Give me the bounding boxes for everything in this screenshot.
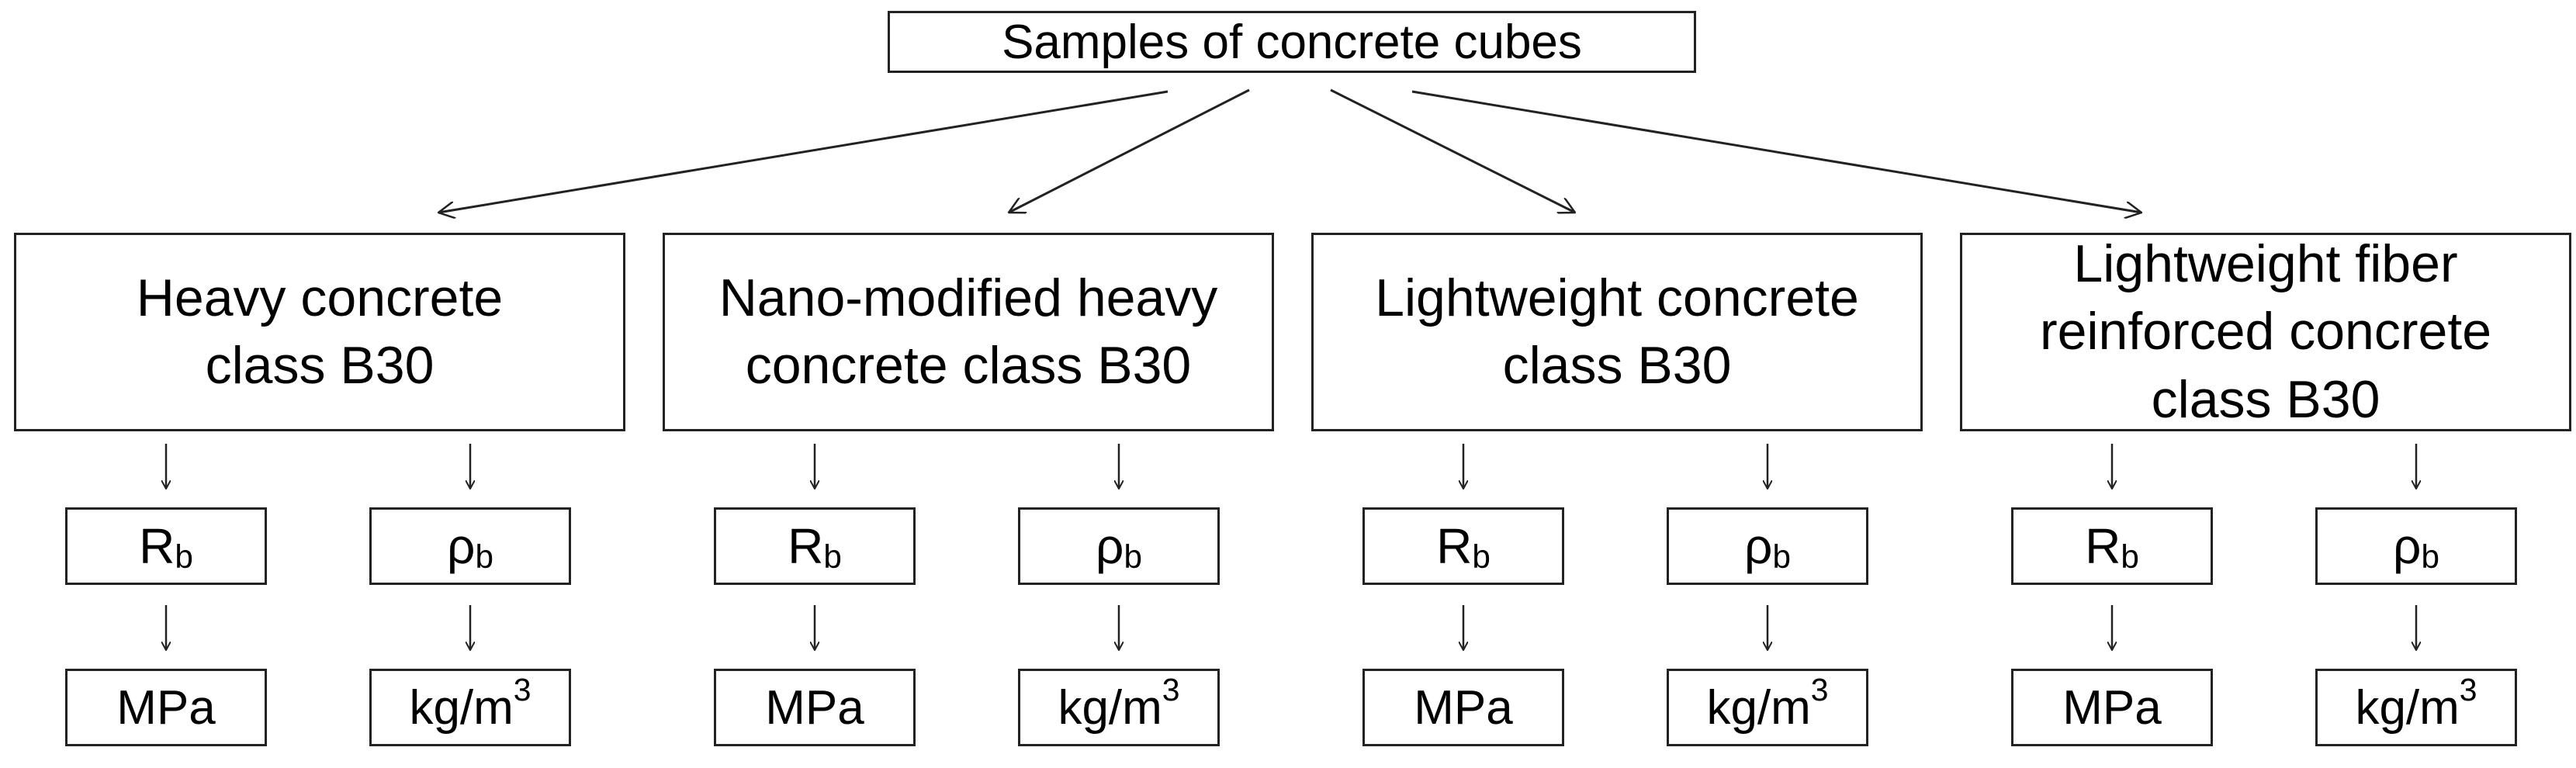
strength-subscript: b bbox=[823, 538, 842, 575]
strength-subscript: b bbox=[2121, 538, 2139, 575]
category-line: reinforced concrete bbox=[2039, 302, 2492, 362]
density-unit: kg/m bbox=[409, 680, 514, 735]
category-line: Heavy concrete bbox=[136, 268, 504, 327]
density-unit: kg/m bbox=[1058, 680, 1162, 735]
category-line: Nano-modified heavy bbox=[718, 268, 1218, 327]
strength-unit: MPa bbox=[2062, 680, 2162, 735]
density-symbol: ρ bbox=[447, 518, 476, 574]
arrow-root-to-fiber bbox=[1411, 90, 2141, 213]
category-line: class B30 bbox=[2151, 369, 2380, 429]
strength-unit: MPa bbox=[1414, 680, 1513, 735]
arrow-root-to-lightweight bbox=[1330, 88, 1575, 213]
density-unit-exponent: 3 bbox=[2459, 672, 2477, 707]
arrow-root-to-nano bbox=[1009, 88, 1250, 213]
category-nano-modified-heavy-concrete: Nano-modified heavy concrete class B30 bbox=[663, 233, 1274, 431]
density-unit-exponent: 3 bbox=[1810, 672, 1829, 707]
strength-unit-node: MPa bbox=[65, 669, 267, 746]
category-line: class B30 bbox=[205, 336, 435, 395]
density-unit: kg/m bbox=[1706, 680, 1811, 735]
category-line: concrete class B30 bbox=[745, 336, 1192, 395]
density-symbol: ρ bbox=[1096, 518, 1124, 574]
strength-symbol: R bbox=[788, 518, 824, 574]
strength-unit-node: MPa bbox=[2011, 669, 2213, 746]
category-line: class B30 bbox=[1502, 336, 1732, 395]
density-unit-exponent: 3 bbox=[1162, 672, 1180, 707]
root-node: Samples of concrete cubes bbox=[888, 11, 1696, 73]
density-symbol: ρ bbox=[1744, 518, 1773, 574]
strength-unit-node: MPa bbox=[1362, 669, 1564, 746]
strength-symbol: R bbox=[139, 518, 175, 574]
density-unit: kg/m bbox=[2355, 680, 2460, 735]
density-subscript: b bbox=[1772, 538, 1791, 575]
column-arrows bbox=[166, 444, 2416, 650]
density-subscript: b bbox=[475, 538, 493, 575]
density-symbol: ρ bbox=[2393, 518, 2422, 574]
category-line: Lightweight concrete bbox=[1375, 268, 1859, 327]
strength-unit: MPa bbox=[116, 680, 216, 735]
strength-subscript: b bbox=[175, 538, 193, 575]
density-unit-exponent: 3 bbox=[513, 672, 531, 707]
strength-unit-node: MPa bbox=[714, 669, 916, 746]
root-label: Samples of concrete cubes bbox=[1002, 15, 1582, 69]
category-heavy-concrete: Heavy concrete class B30 bbox=[14, 233, 625, 431]
density-subscript: b bbox=[2421, 538, 2439, 575]
arrow-root-to-heavy bbox=[438, 90, 1169, 213]
strength-symbol: R bbox=[1436, 518, 1473, 574]
category-lightweight-concrete: Lightweight concrete class B30 bbox=[1311, 233, 1923, 431]
density-subscript: b bbox=[1124, 538, 1142, 575]
strength-subscript: b bbox=[1472, 538, 1491, 575]
strength-symbol: R bbox=[2085, 518, 2121, 574]
strength-unit: MPa bbox=[765, 680, 864, 735]
category-lightweight-fiber-reinforced-concrete: Lightweight fiber reinforced concrete cl… bbox=[1960, 233, 2571, 431]
category-line: Lightweight fiber bbox=[2073, 234, 2458, 294]
